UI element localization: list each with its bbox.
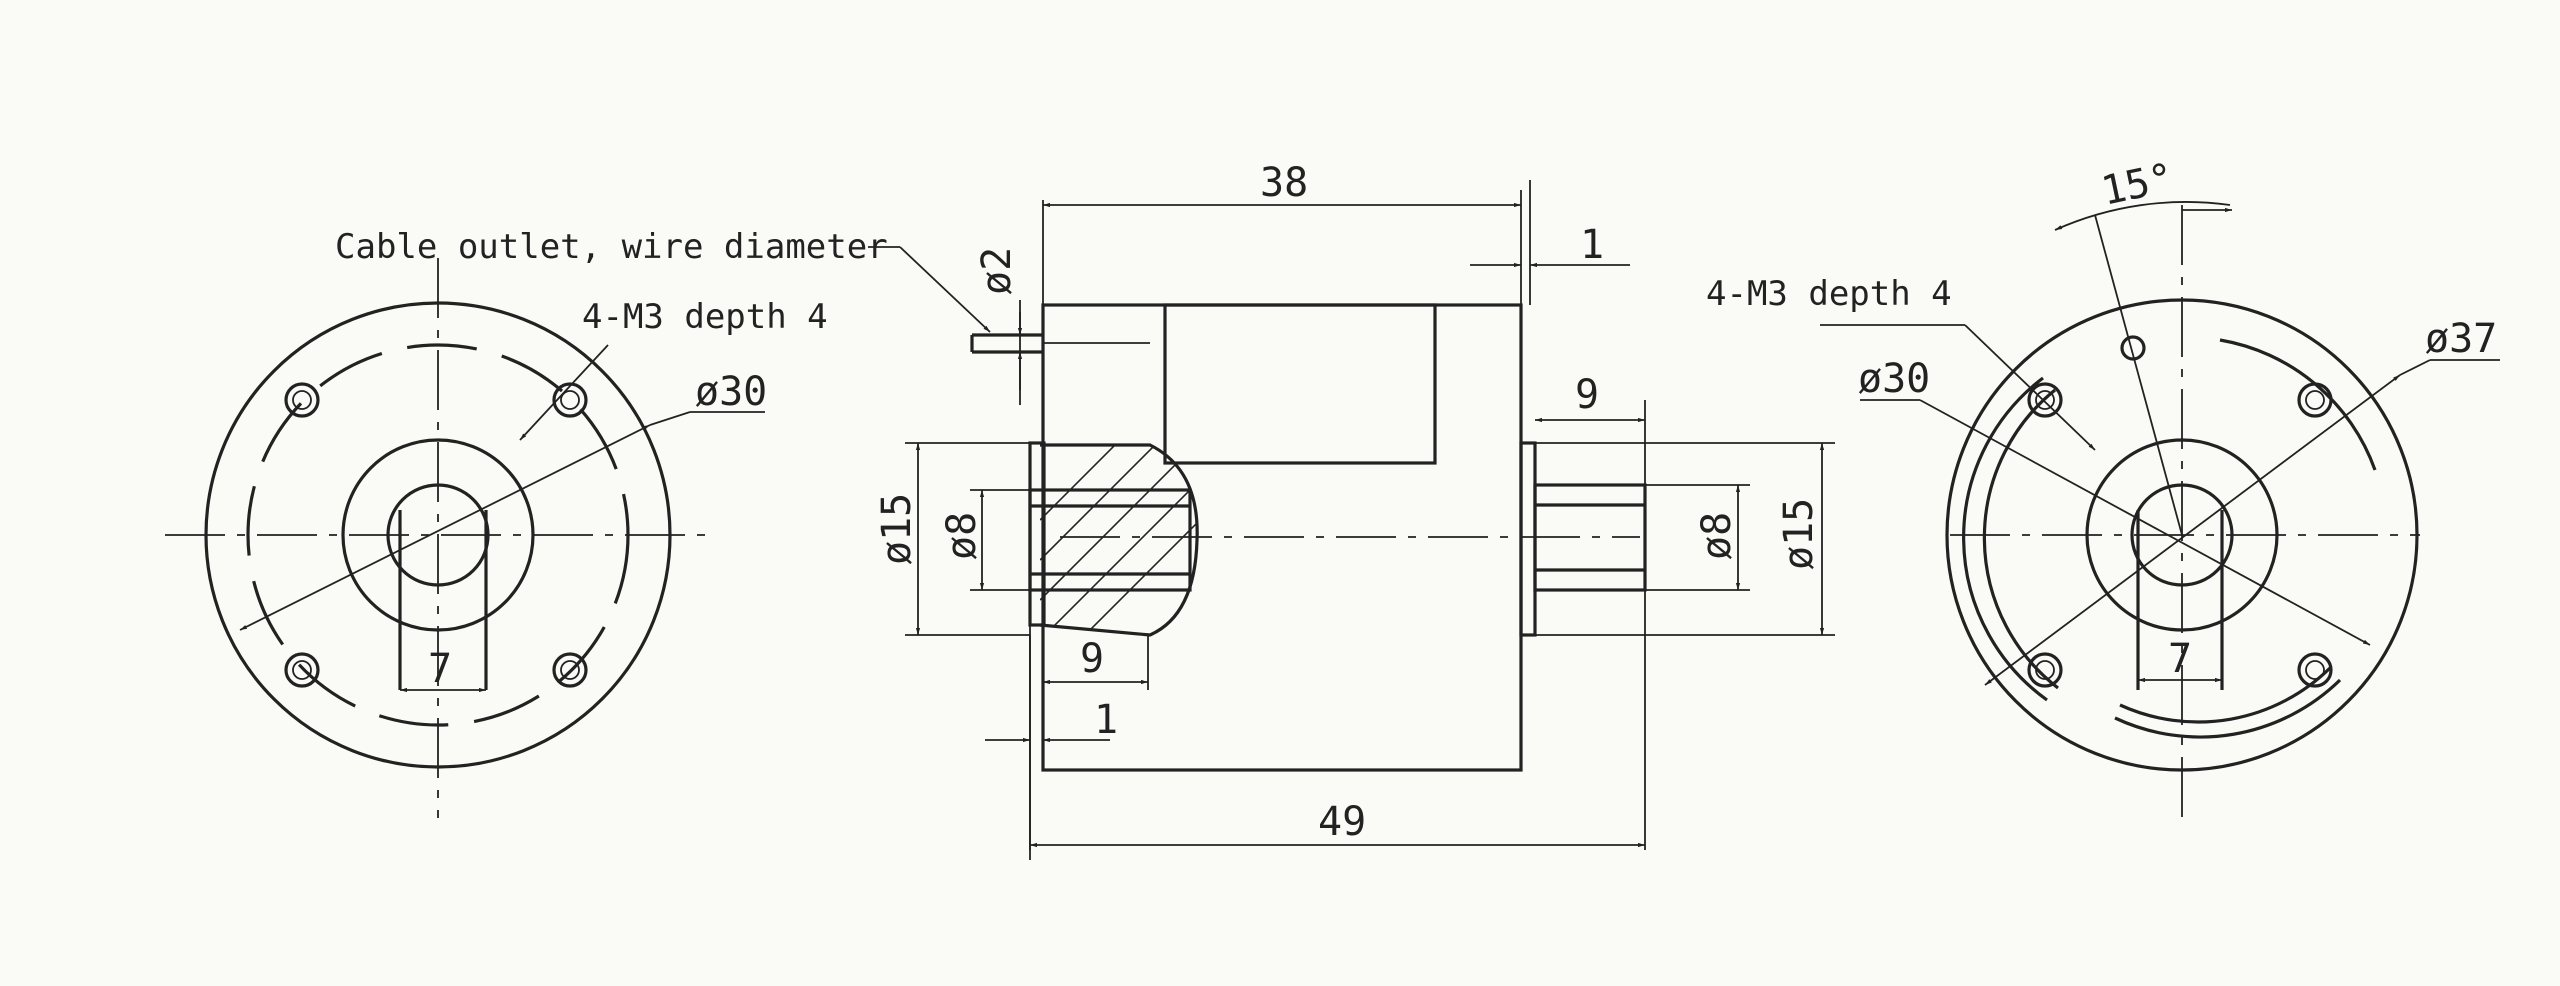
right-arc-left	[1962, 376, 2048, 702]
left-bolt-hole	[284, 382, 320, 418]
right-od-label: ø37	[2425, 316, 2497, 362]
right-od-dim-line	[1984, 374, 2401, 686]
left-bolt-hole	[552, 652, 588, 688]
left-bcd-label: ø30	[695, 369, 767, 415]
right-end-view: 15° ø37 ø30 4-M3 depth 4 7	[1706, 155, 2500, 818]
dim-1-top-label: 1	[1580, 222, 1604, 268]
section-boundary	[1039, 443, 1199, 637]
right-key-label: 7	[2168, 636, 2192, 682]
right-flange	[1519, 441, 1537, 637]
right-od-leader	[2399, 359, 2431, 376]
left-bolt-hole	[552, 382, 588, 418]
dim-9-right-label: 9	[1575, 372, 1599, 418]
top-block	[1163, 303, 1437, 465]
right-thread-note: 4-M3 depth 4	[1706, 274, 1952, 314]
right-bolt-hole	[2027, 652, 2063, 688]
cable-leader-b	[899, 246, 991, 333]
cable-hole	[2120, 335, 2146, 361]
cable-note: Cable outlet, wire diameter	[335, 227, 888, 267]
left-bolt-hole	[284, 652, 320, 688]
right-arc-bottom	[2114, 678, 2342, 739]
dim-wire-label: ø2	[974, 247, 1020, 295]
dim-9-left-label: 9	[1080, 636, 1104, 682]
left-bcd-dim-line	[239, 424, 651, 631]
angle-label: 15°	[2098, 155, 2178, 215]
right-bcd-dim-line	[1919, 399, 2371, 646]
dim-38-label: 38	[1260, 160, 1308, 206]
right-bcd-label: ø30	[1858, 356, 1930, 402]
left-key-label: 7	[428, 646, 452, 692]
right-thread-leader	[1964, 324, 2096, 451]
right-arc-bottom-inner	[2119, 666, 2332, 724]
dim-8-right-label: ø8	[1694, 512, 1740, 560]
dim-8-left-label: ø8	[939, 512, 985, 560]
left-thread-leader	[519, 344, 609, 441]
dim-15-left-label: ø15	[874, 493, 920, 565]
left-bore	[1028, 488, 1192, 592]
angle-arc	[2054, 201, 2231, 231]
side-view: 38 1 ø2 Cable outlet, wire diameter 9 ø1…	[335, 160, 1835, 860]
left-thread-note: 4-M3 depth 4	[582, 297, 828, 337]
right-bolt-hole	[2297, 382, 2333, 418]
angle-ray	[2094, 214, 2183, 536]
left-bcd-leader	[649, 411, 691, 426]
dim-15-right-label: ø15	[1776, 498, 1822, 570]
section-hatch	[1040, 445, 1198, 635]
dim-1-bottom-label: 1	[1094, 697, 1118, 743]
left-end-view: ø30 4-M3 depth 4 7	[165, 258, 828, 818]
dim-49-label: 49	[1318, 799, 1366, 845]
